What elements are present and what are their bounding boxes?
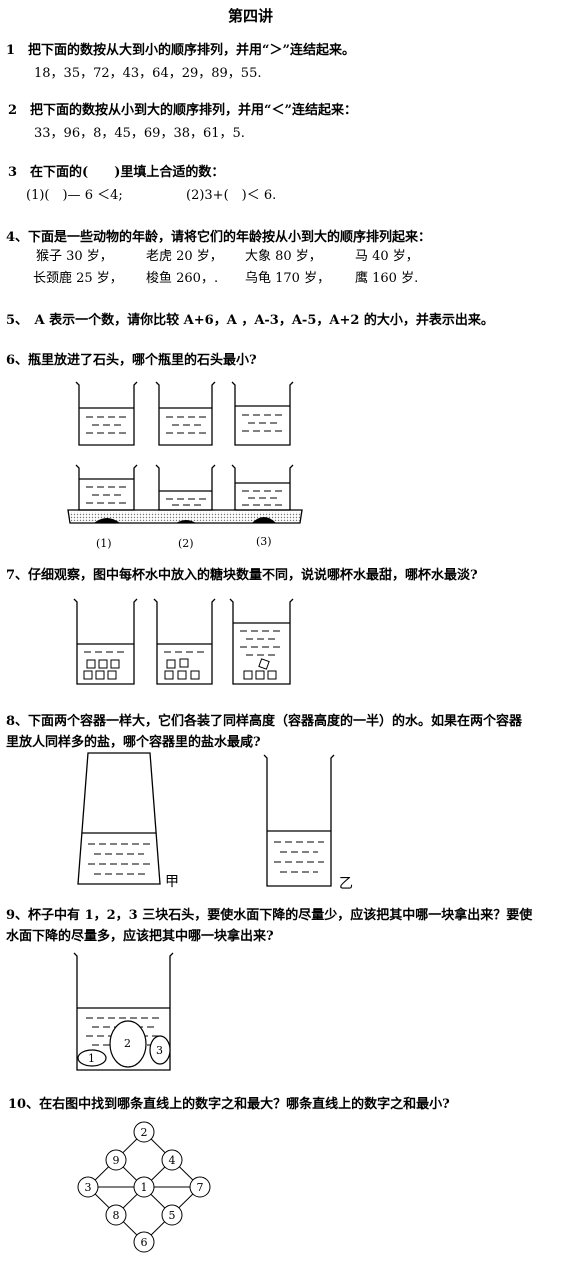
q3-item1: (1)( )— 6 ＜4; (26, 188, 123, 203)
q10-text: 10、在右图中找到哪条直线上的数字之和最大？哪条直线上的数字之和最小? (8, 1097, 450, 1112)
stone-label-3: 3 (156, 1044, 163, 1057)
q9-line1: 9、杯子中有 1，2，3 三块石头，要使水面下降的尽量少，应该把其中哪一块拿出来… (6, 908, 533, 923)
q3-item2: (2)3+( )＜ 6. (186, 188, 277, 203)
container-yi (263, 754, 335, 887)
q6-label-1: (1) (96, 537, 112, 550)
q7-text: 7、仔细观察，图中每杯水中放入的糖块数量不同，说说哪杯水最甜，哪杯水最淡? (6, 568, 478, 583)
q3-text: 3 在下面的( )里填上合适的数： (8, 165, 225, 180)
node-3 (77, 1176, 99, 1198)
q6-text: 6、瓶里放进了石头，哪个瓶里的石头最小? (6, 353, 257, 368)
q8-line1: 8、下面两个容器一样大，它们各装了同样高度（容器高度的一半）的水。如果在两个容器 (6, 714, 523, 729)
node-1 (133, 1176, 155, 1198)
node-8 (105, 1204, 127, 1226)
label-yi: 乙 (339, 876, 353, 892)
node-6 (133, 1231, 155, 1253)
q6-label-2: (2) (178, 537, 194, 550)
node-label-6: 6 (141, 1236, 148, 1249)
q1-text: 1 把下面的数按从大到小的顺序排列，并用“＞”连结起来。 (6, 43, 356, 58)
node-label-3: 3 (85, 1181, 92, 1194)
q4-text: 4、下面是一些动物的年龄，请将它们的年龄按从小到大的顺序排列起来： (6, 230, 432, 245)
node-label-9: 9 (113, 1154, 120, 1167)
q5-text: 5、 A 表示一个数，请你比较 A+6，A ，A-3，A-5，A+2 的大小，并… (6, 313, 494, 328)
q4-row1-b: 老虎 20 岁， (146, 249, 223, 264)
node-label-5: 5 (169, 1209, 176, 1222)
node-label-4: 4 (169, 1154, 176, 1167)
q8-figure: 甲 乙 (77, 752, 353, 892)
q8-line2: 里放人同样多的盐，哪个容器里的盐水最咸? (6, 735, 261, 750)
q4-row1-a: 猴子 30 岁， (36, 249, 113, 264)
q6-label-3: (3) (256, 535, 272, 548)
node-label-7: 7 (197, 1181, 204, 1194)
q6-figure: (1) (2) (3) (67, 381, 303, 550)
node-7 (189, 1176, 211, 1198)
q10-figure: 2 9 4 3 1 7 8 5 6 (77, 1121, 211, 1253)
page-title: 第四讲 (228, 7, 274, 25)
q4-row2-d: 鹰 160 岁. (355, 271, 419, 286)
q4-row1-c: 大象 80 岁， (245, 249, 322, 264)
stone-3 (149, 1035, 171, 1065)
q1-numbers: 18，35，72，43，64，29，89，55. (34, 66, 262, 81)
stone-label-1: 1 (88, 1052, 95, 1065)
q4-row2-b: 梭鱼 260，. (146, 271, 219, 286)
q2-numbers: 33，96，8，45，69，38，61，5. (34, 126, 245, 141)
q9-figure: 1 2 3 (73, 952, 174, 1071)
q4-row2-c: 乌龟 170 岁， (245, 271, 331, 286)
label-jia: 甲 (165, 874, 179, 890)
node-9 (105, 1149, 127, 1171)
node-4 (161, 1149, 183, 1171)
q2-text: 2 把下面的数按从小到大的顺序排列，并用“＜”连结起来： (8, 103, 358, 118)
q4-row2-a: 长颈鹿 25 岁， (33, 271, 123, 286)
node-2 (133, 1121, 155, 1143)
node-label-8: 8 (113, 1209, 120, 1222)
q7-figure (73, 598, 294, 685)
q9-line2: 水面下降的尽量多，应该把其中哪一块拿出来? (6, 929, 274, 944)
node-5 (161, 1204, 183, 1226)
container-jia (77, 752, 161, 885)
node-label-2: 2 (141, 1126, 148, 1139)
stone-2 (109, 1020, 147, 1068)
stone-1 (77, 1049, 107, 1067)
q4-row1-d: 马 40 岁， (355, 249, 419, 264)
node-label-1: 1 (141, 1181, 148, 1194)
stone-label-2: 2 (124, 1037, 131, 1050)
